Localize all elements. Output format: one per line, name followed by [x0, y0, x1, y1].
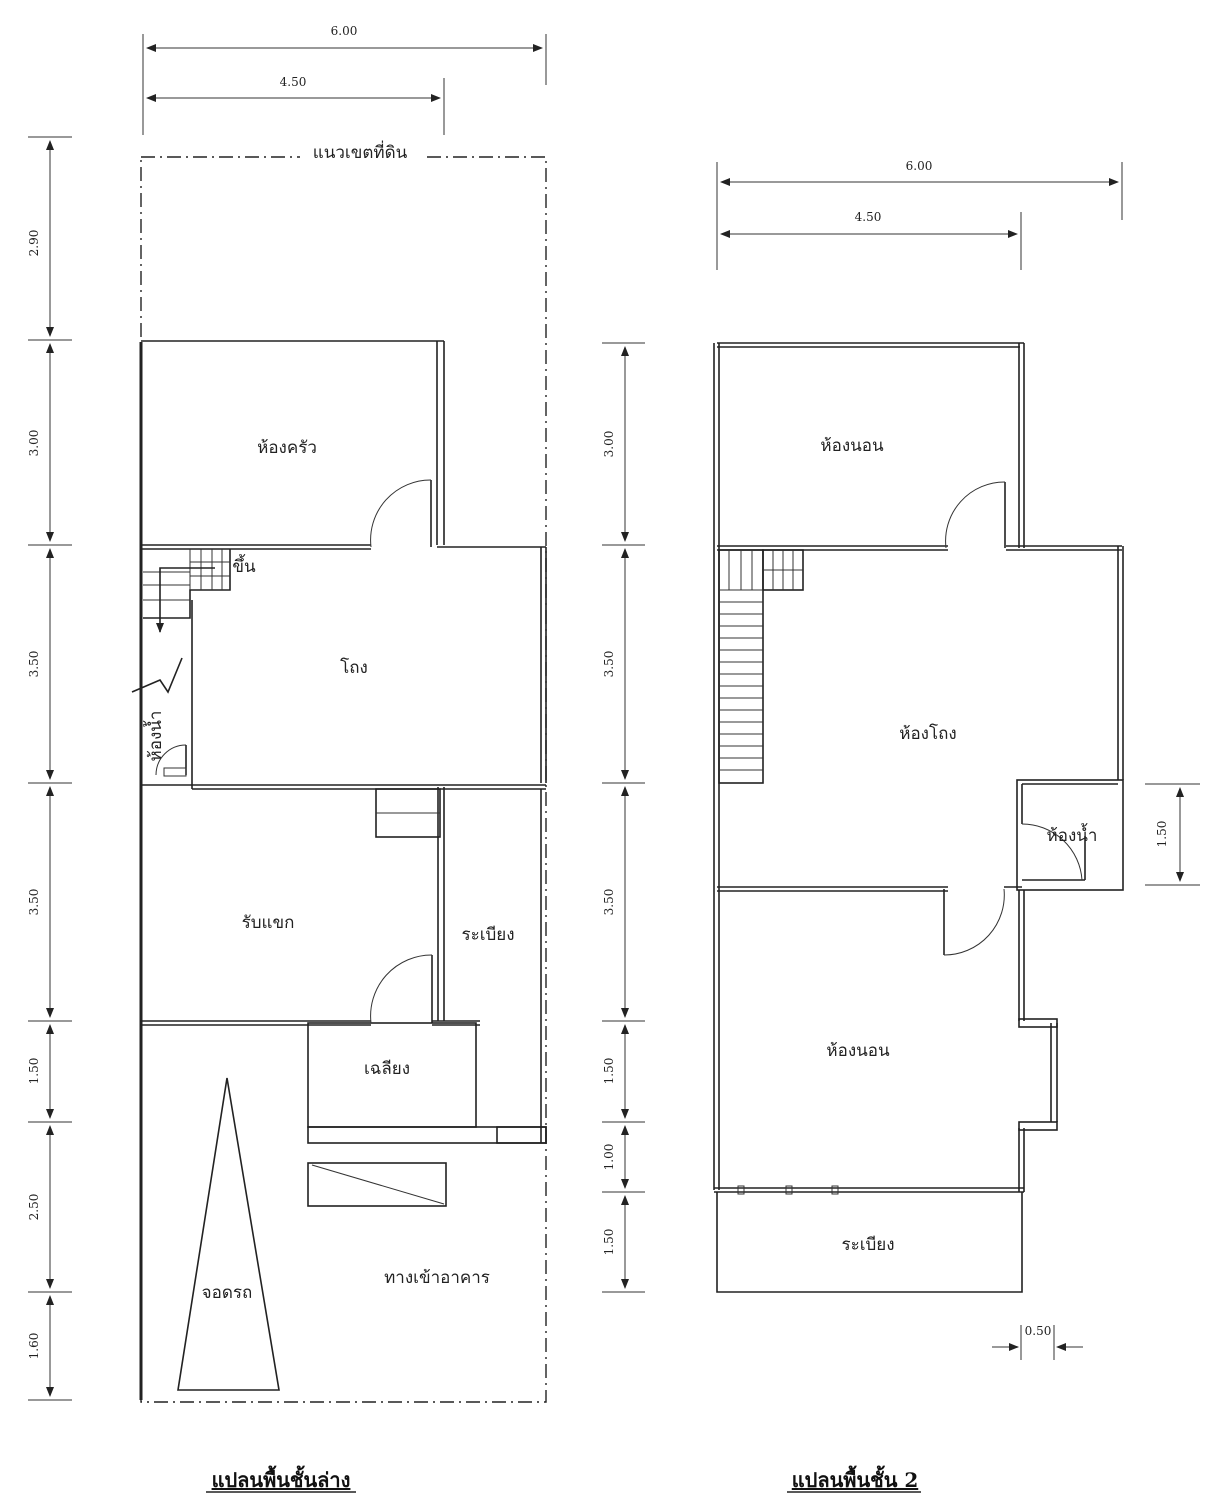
dim-label: 3.00: [602, 431, 616, 458]
room-veranda-label: ระเบียง: [461, 925, 514, 945]
room-bedroom1-label: ห้องนอน: [820, 436, 884, 456]
room-bath-label: ห้องน้ำ: [143, 711, 166, 762]
second-floor-plan: 6.00 4.50 3.00 3.50 3.50 1.50 1.0: [602, 159, 1200, 1493]
ground-top-dimension-6: 6.00: [142, 24, 547, 135]
dim-label: 1.50: [602, 1229, 616, 1256]
stair-up-label: ขึ้น: [232, 554, 256, 577]
room-parking-label: จอดรถ: [202, 1283, 253, 1303]
dim-label: 2.90: [27, 230, 41, 257]
ground-doors: [155, 479, 433, 1024]
dim-label: 3.50: [602, 889, 616, 916]
parking-triangle: [177, 1077, 280, 1391]
dim-label: 1.50: [602, 1058, 616, 1085]
ground-walls: [139, 340, 547, 1400]
room-bath-label: ห้องน้ำ: [1047, 823, 1098, 846]
second-top-dimension-4-5: 4.50: [720, 210, 1022, 270]
room-bedroom2-label: ห้องนอน: [826, 1041, 890, 1061]
second-floor-title: แปลนพื้นชั้น 2: [792, 1465, 919, 1492]
dim-label: 4.50: [280, 75, 307, 89]
boundary-label: แนวเขตที่ดิน: [313, 140, 408, 163]
room-kitchen-label: ห้องครัว: [257, 438, 317, 458]
second-bottom-dimension: 0.50: [992, 1324, 1083, 1360]
room-balcony-label: ระเบียง: [841, 1235, 894, 1255]
dim-label: 4.50: [855, 210, 882, 224]
room-living-label: รับแขก: [242, 913, 295, 933]
ground-floor-plan: 6.00 4.50 2.90 3.00 3.50: [27, 24, 547, 1493]
ground-stair: ขึ้น: [143, 549, 256, 633]
dim-label: 6.00: [331, 24, 358, 38]
dim-label: 2.50: [27, 1194, 41, 1221]
dim-label: 3.50: [27, 651, 41, 678]
property-boundary: แนวเขตที่ดิน: [140, 140, 547, 1403]
dim-label: 3.00: [27, 430, 41, 457]
dim-label: 6.00: [906, 159, 933, 173]
ground-top-dimension-4-5: 4.50: [146, 75, 445, 135]
second-right-dimension: 1.50: [1145, 783, 1200, 886]
room-hall-label: โถง: [340, 657, 368, 678]
dim-label: 3.50: [27, 889, 41, 916]
second-doors: [943, 481, 1006, 956]
room-hall-label: ห้องโถง: [899, 723, 956, 744]
room-entrance-label: ทางเข้าอาคาร: [384, 1268, 490, 1288]
second-top-dimension-6: 6.00: [716, 159, 1123, 270]
break-line: [131, 657, 183, 694]
dim-label: 3.50: [602, 651, 616, 678]
ground-side-dimensions: 2.90 3.00 3.50 3.50 1.50 2.50 1.60: [27, 136, 72, 1401]
dim-label: 1.60: [27, 1333, 41, 1360]
second-walls: [713, 342, 1124, 1293]
ground-floor-title: แปลนพื้นชั้นล่าง: [212, 1465, 351, 1492]
dim-label: 1.50: [1155, 821, 1169, 848]
dim-label: 0.50: [1025, 1324, 1052, 1338]
dim-label: 1.50: [27, 1058, 41, 1085]
dim-label: 1.00: [602, 1144, 616, 1171]
room-porch-label: เฉลียง: [364, 1059, 410, 1079]
second-side-dimensions: 3.00 3.50 3.50 1.50 1.00 1.50: [602, 342, 645, 1293]
second-stair: [718, 549, 804, 784]
